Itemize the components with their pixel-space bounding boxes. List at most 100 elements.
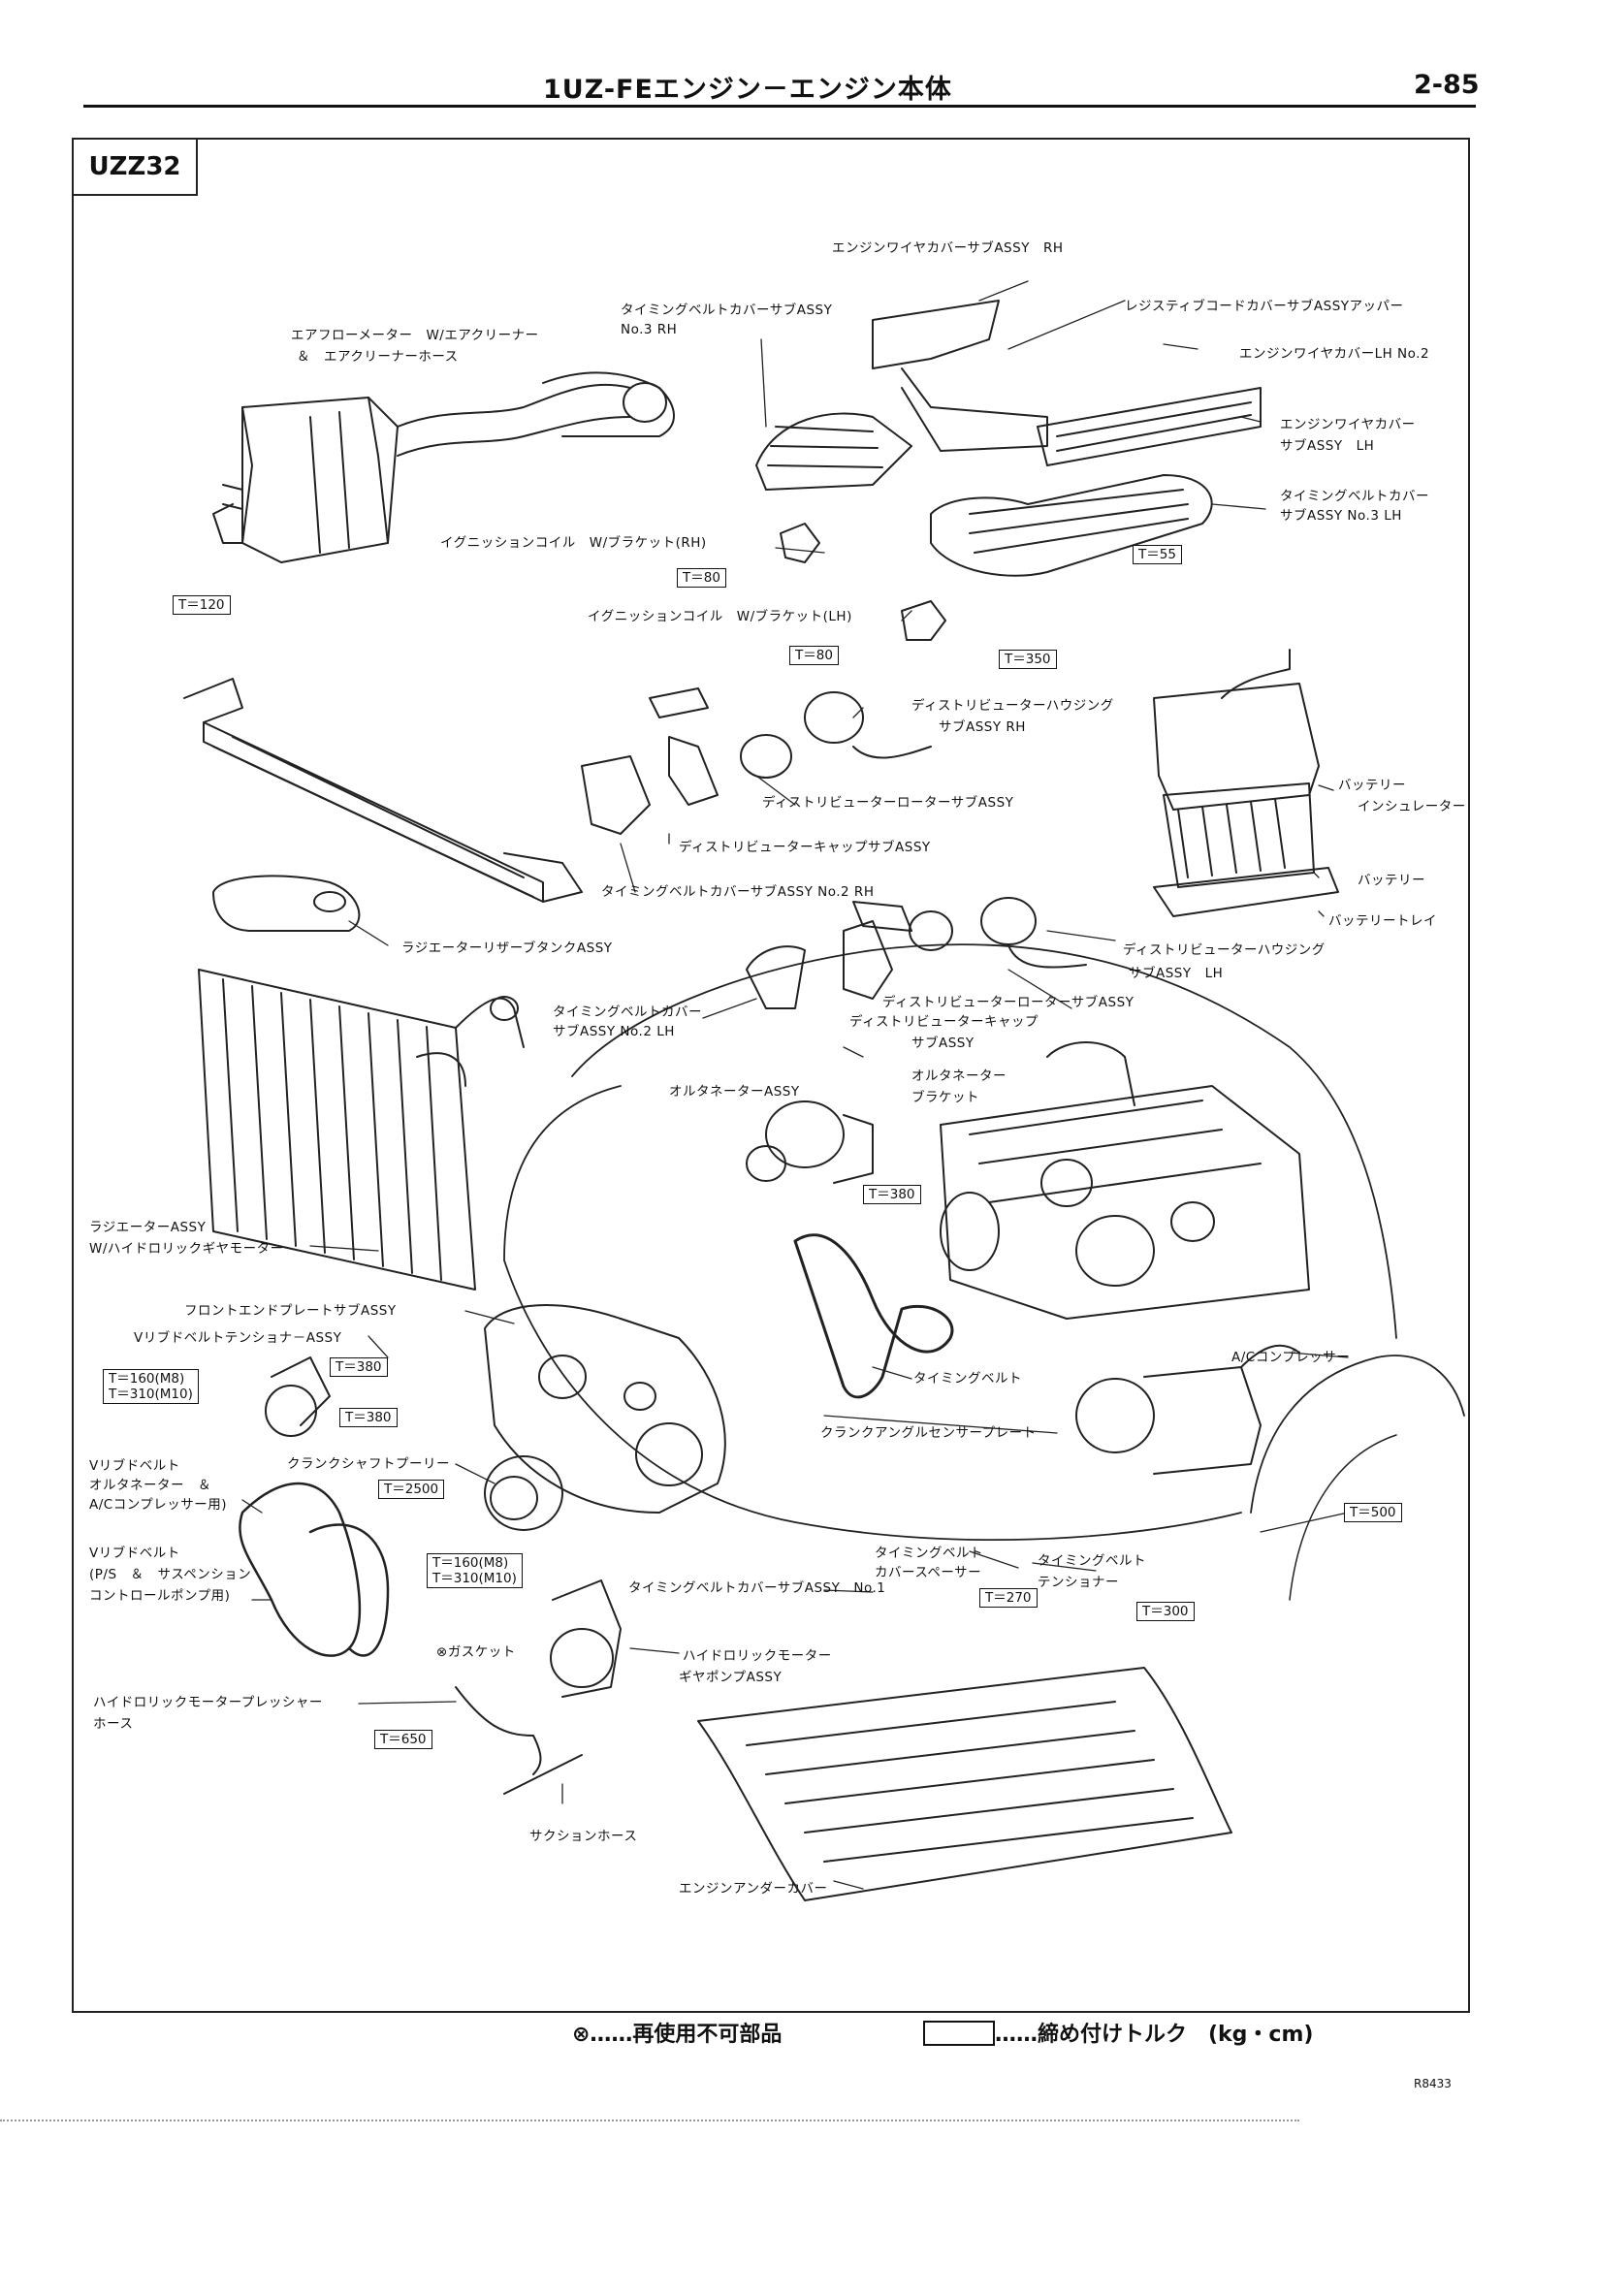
torque-310-m10-a: T＝310(M10): [109, 1387, 193, 1402]
car-body-outline: [571, 943, 1397, 1339]
torque-box-160-310-b: T＝160(M8) T＝310(M10): [427, 1553, 523, 1588]
non-reusable-mark-icon: ⊗: [436, 1644, 448, 1660]
label-v-belt-tensioner: Vリブドベルトテンショナ－ASSY: [134, 1330, 342, 1346]
label-timing-cover-no3-rh: タイミングベルトカバーサブASSY: [621, 303, 833, 318]
label-v-belt-2: Vリブドベルト: [89, 1546, 180, 1561]
torque-box-650: T＝650: [374, 1730, 432, 1749]
wire-cover-lh-drawing: [1037, 387, 1262, 466]
label-front-end-plate: フロントエンドプレートサブASSY: [184, 1303, 397, 1319]
label-distributor-housing-rh: ディストリビューターハウジング: [911, 698, 1114, 714]
label-timing-cover-no2-lh: タイミングベルトカバー: [553, 1004, 702, 1020]
label-radiator-sub: W/ハイドロリックギヤモーター: [89, 1241, 284, 1257]
legend-non-reusable: ⊗……再使用不可部品: [572, 2023, 783, 2047]
label-battery-tray: バッテリートレイ: [1328, 913, 1437, 929]
label-timing-belt-tensioner-sub: テンショナー: [1038, 1575, 1119, 1590]
label-alternator: オルタネーターASSY: [669, 1084, 800, 1100]
distributor-lh-drawing: [746, 897, 1087, 1009]
torque-box-350: T＝350: [999, 650, 1057, 669]
torque-box-500: T＝500: [1344, 1503, 1402, 1522]
label-engine-under-cover: エンジンアンダーカバー: [679, 1881, 828, 1897]
label-timing-cover-no1: タイミングベルトカバーサブASSY No.1: [628, 1580, 886, 1596]
label-wire-cover-lh-no2: エンジンワイヤカバーLH No.2: [1239, 346, 1430, 362]
torque-box-80a: T＝80: [677, 568, 726, 588]
v-belt-tensioner-drawing: [265, 1356, 331, 1437]
radiator-drawing: [198, 969, 525, 1291]
label-hydraulic-hose: ハイドロリックモータープレッシャー: [93, 1695, 323, 1710]
label-airflow-meter: エアフローメーター W/エアクリーナー: [291, 328, 539, 343]
label-v-belt-2-c: コントロールポンプ用): [89, 1588, 231, 1604]
label-ignition-coil-rh: イグニッションコイル W/ブラケット(RH): [440, 535, 707, 551]
torque-box-160-310-a: T＝160(M8) T＝310(M10): [103, 1369, 199, 1404]
label-timing-cover-no2-lh-sub: サブASSY No.2 LH: [553, 1024, 675, 1039]
label-reserve-tank: ラジエーターリザーブタンクASSY: [401, 941, 613, 956]
torque-310-m10-b: T＝310(M10): [432, 1571, 517, 1586]
label-hydraulic-hose-sub: ホース: [93, 1716, 134, 1732]
label-distributor-cap: ディストリビューターキャップサブASSY: [679, 840, 931, 855]
header-rule: [83, 105, 1476, 108]
torque-box-300: T＝300: [1136, 1602, 1195, 1621]
label-wire-cover-lh-sub: サブASSY LH: [1280, 438, 1375, 454]
label-hydraulic-pump: ハイドロリックモーター: [683, 1648, 832, 1664]
label-distributor-rotor-lh: ディストリビューターローターサブASSY: [882, 995, 1135, 1010]
label-timing-cover-no3-lh: タイミングベルトカバー: [1280, 489, 1429, 504]
label-gasket-text: ガスケット: [447, 1644, 516, 1660]
torque-box-120: T＝120: [173, 595, 231, 615]
label-battery-insulator-sub: インシュレーター: [1358, 799, 1466, 814]
label-v-belt-1-c: A/Cコンプレッサー用): [89, 1497, 228, 1513]
radiator-support-drawing: [183, 678, 583, 903]
crank-pulley-drawing: [484, 1455, 563, 1531]
torque-box-380c: T＝380: [339, 1408, 398, 1427]
label-crank-angle-plate: クランクアングルセンサープレート: [820, 1425, 1037, 1441]
label-distributor-housing-lh: ディストリビューターハウジング: [1123, 942, 1326, 958]
torque-box-270: T＝270: [979, 1588, 1038, 1608]
label-battery-insulator: バッテリー: [1338, 778, 1406, 793]
label-v-belt-1: Vリブドベルト: [89, 1458, 180, 1474]
label-distributor-housing-rh-sub: サブASSY RH: [939, 719, 1026, 735]
label-resistive-cord-cover: レジスティブコードカバーサブASSYアッパー: [1125, 299, 1404, 314]
leader-lines: [241, 280, 1349, 1890]
label-timing-belt-spacer: タイミングベルト: [875, 1546, 983, 1561]
engine-under-cover-drawing: [697, 1667, 1232, 1901]
model-code-box: UZZ32: [72, 138, 198, 196]
label-timing-belt: タイミングベルト: [913, 1371, 1022, 1387]
label-wire-cover-lh: エンジンワイヤカバー: [1280, 417, 1416, 432]
hydraulic-pump-drawing: [550, 1579, 622, 1698]
alternator-drawing: [746, 1100, 874, 1184]
label-alternator-bracket: オルタネーター: [911, 1068, 1007, 1084]
timing-cover-no3-rh-drawing: [755, 412, 912, 491]
torque-160-m8-a: T＝160(M8): [109, 1371, 185, 1387]
label-gasket: ⊗ガスケット: [436, 1642, 516, 1662]
v-belts-drawing: [239, 1482, 390, 1657]
label-hydraulic-pump-sub: ギヤポンプASSY: [679, 1670, 783, 1685]
label-radiator: ラジエーターASSY: [89, 1220, 207, 1235]
timing-belt-drawing: [793, 1233, 954, 1399]
label-alternator-bracket-sub: ブラケット: [911, 1090, 979, 1105]
ignition-coils-drawing: [780, 523, 946, 641]
page-number: 2-85: [1414, 70, 1480, 100]
page-title: 1UZ-FEエンジン－エンジン本体: [543, 75, 952, 105]
scan-dotted-line: [0, 2120, 1299, 2121]
label-crank-pulley: クランクシャフトプーリー: [287, 1456, 450, 1472]
label-distributor-cap-lh: ディストリビューターキャップ: [849, 1014, 1039, 1030]
torque-box-55: T＝55: [1133, 545, 1182, 564]
label-distributor-housing-lh-sub: サブASSY LH: [1129, 966, 1224, 981]
torque-box-380a: T＝380: [863, 1185, 921, 1204]
timing-cover-no3-lh-drawing: [930, 474, 1213, 577]
front-end-plate-drawing: [484, 1304, 726, 1514]
torque-box-80b: T＝80: [789, 646, 839, 665]
figure-code: R8433: [1414, 2077, 1452, 2090]
wire-cover-rh-drawing: [872, 300, 1048, 452]
label-suction-hose: サクションホース: [529, 1829, 638, 1844]
label-distributor-rotor: ディストリビューターローターサブASSY: [762, 795, 1014, 811]
ac-compressor-drawing: [1075, 1344, 1300, 1475]
label-timing-cover-no3-rh-sub: No.3 RH: [621, 322, 678, 337]
label-battery: バッテリー: [1358, 873, 1425, 888]
label-timing-belt-tensioner: タイミングベルト: [1038, 1553, 1146, 1569]
label-timing-belt-spacer-sub: カバースペーサー: [875, 1565, 982, 1580]
label-ac-compressor: A/Cコンプレッサー: [1231, 1350, 1351, 1365]
battery-drawing: [1153, 649, 1339, 917]
distributor-rh-drawing: [581, 687, 932, 835]
label-distributor-cap-lh-sub: サブASSY: [911, 1036, 975, 1051]
legend-torque-box-icon: [923, 2021, 995, 2046]
